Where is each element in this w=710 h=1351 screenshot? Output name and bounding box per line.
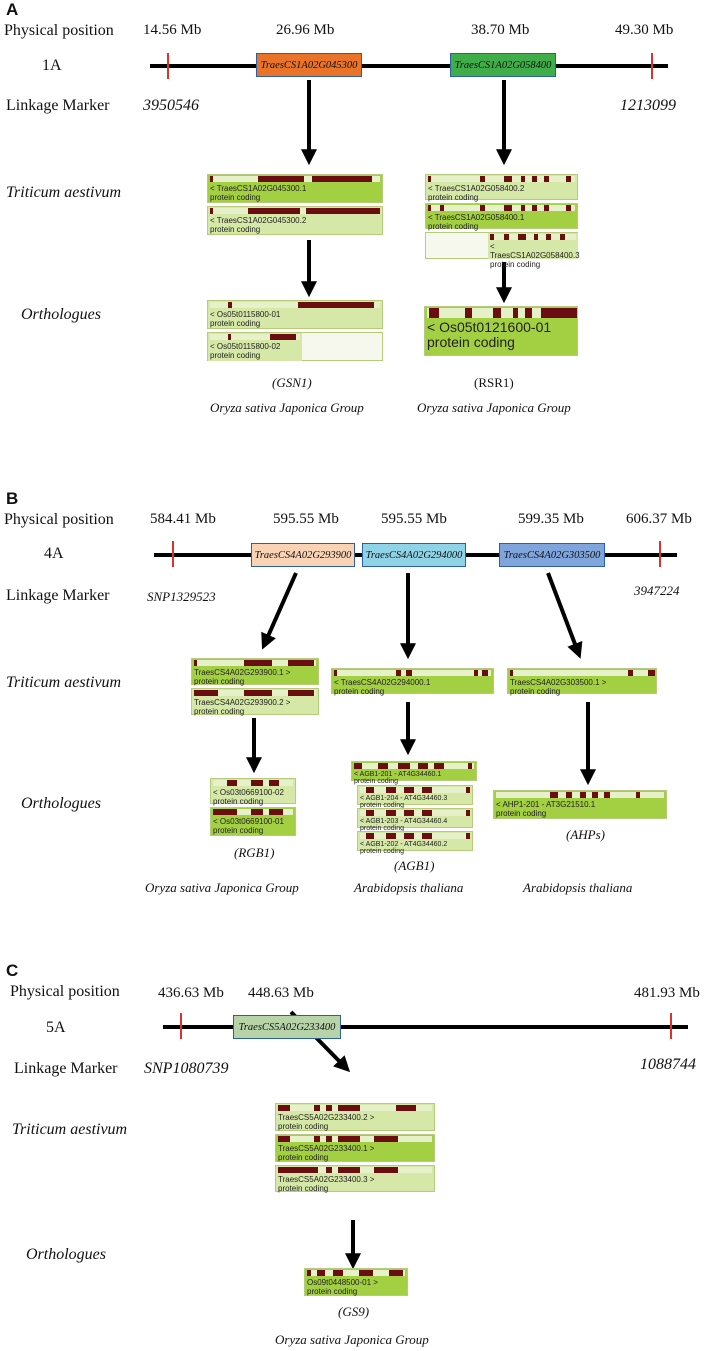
position-label: 38.70 Mb [471,22,530,38]
position-label: 481.93 Mb [634,985,700,1001]
triticum-label: Triticum aestivum [6,184,122,201]
species-label: Oryza sativa Japonica Group [210,400,364,415]
position-label: 26.96 Mb [276,22,335,38]
triticum-label: Triticum aestivum [6,674,122,691]
species-label: Arabidopsis thaliana [523,880,633,895]
triticum-label: Triticum aestivum [12,1121,128,1138]
panel-a-letter: A [6,0,19,19]
position-label: 595.55 Mb [381,511,447,527]
chromosome-bar [163,1025,688,1029]
species-label: Oryza sativa Japonica Group [417,400,571,415]
panel-b-letter: B [6,489,19,508]
orthologue-track: Os09t0448500-01 >protein coding [304,1268,408,1296]
position-label: 599.35 Mb [518,511,584,527]
marker-label: 1088744 [640,1056,696,1073]
chromosome-bar [150,64,668,68]
marker-label: 1213099 [620,97,676,114]
gene-name: (AHPs) [566,827,605,842]
gene-box[interactable]: TraesCS4A02G303500 [499,543,605,567]
marker-tick [651,53,653,79]
position-label: 595.55 Mb [273,511,339,527]
position-label: 584.41 Mb [150,511,216,527]
transcript-track: TraesCS4A02G293900.2 >protein coding [191,688,319,716]
orthologues-label: Orthologues [26,1246,106,1263]
gene-name: (GS9) [338,1304,370,1319]
chromosome-label: 1A [42,57,62,74]
orthologues-label: Orthologues [21,795,101,812]
gene-name: (GSN1) [272,375,312,390]
marker-label: SNP1080739 [144,1060,229,1077]
gene-box[interactable]: TraesCS1A02G045300 [256,53,362,77]
marker-tick [172,541,174,567]
marker-tick [659,541,661,567]
gene-name: (AGB1) [394,858,435,873]
orthologues-label: Orthologues [21,306,101,323]
chromosome-label: 5A [46,1019,66,1036]
position-label: 448.63 Mb [248,985,314,1001]
position-label: 436.63 Mb [158,985,224,1001]
marker-label: 3947224 [634,583,680,598]
position-label: 606.37 Mb [626,511,692,527]
linkage-marker-label: Linkage Marker [6,97,110,114]
marker-tick [670,1013,672,1039]
panel-c-letter: C [6,961,19,980]
physical-position-label: Physical position [4,22,114,39]
transcript-track: TraesCS4A02G293900.1 >protein coding [191,658,319,686]
gene-name: (RGB1) [234,845,275,860]
chromosome-label: 4A [44,545,64,562]
transcript-track: TraesCS5A02G233400.3 >protein coding [275,1165,435,1193]
species-label: Arabidopsis thaliana [354,880,464,895]
species-label: Oryza sativa Japonica Group [145,880,299,895]
species-label: Oryza sativa Japonica Group [275,1332,429,1347]
gene-name: (RSR1) [474,375,514,390]
linkage-marker-label: Linkage Marker [6,587,110,604]
transcript-track: TraesCS5A02G233400.2 >protein coding [275,1103,435,1131]
gene-box[interactable]: TraesCS1A02G058400 [450,53,556,77]
transcript-track: TraesCS4A02G303500.1 >protein coding [507,668,657,696]
gene-box[interactable]: TraesCS4A02G294000 [362,543,466,567]
position-label: 14.56 Mb [143,22,202,38]
position-label: 49.30 Mb [615,22,674,38]
physical-position-label: Physical position [4,511,114,528]
gene-box[interactable]: TraesCS4A02G293900 [251,543,355,567]
linkage-marker-label: Linkage Marker [14,1060,118,1077]
marker-tick [167,53,169,79]
marker-label: SNP1329523 [147,589,216,604]
marker-tick [180,1013,182,1039]
gene-box[interactable]: TraesCS5A02G233400 [233,1015,341,1039]
marker-label: 3950546 [143,97,199,114]
physical-position-label: Physical position [10,983,120,1000]
transcript-track: TraesCS5A02G233400.1 >protein coding [275,1134,435,1162]
